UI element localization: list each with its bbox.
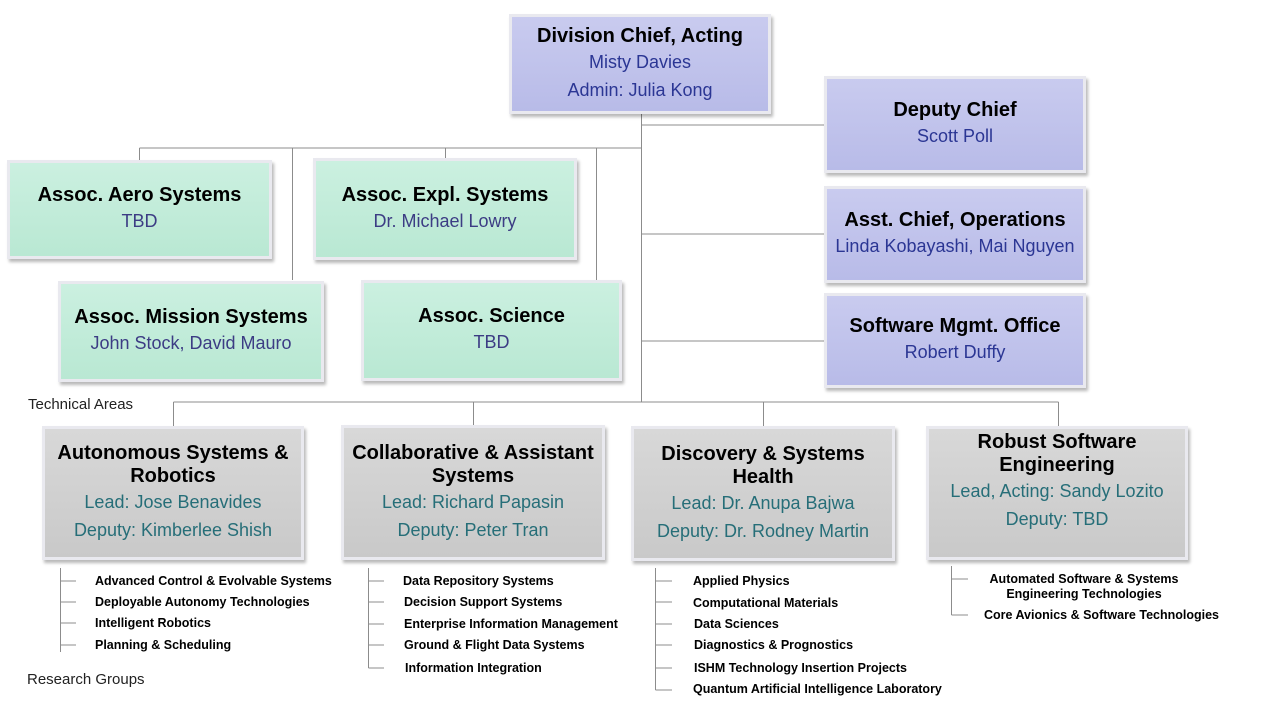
assoc-science-name: TBD xyxy=(473,332,510,352)
assoc-expl-systems-title: Assoc. Expl. Systems xyxy=(341,183,549,206)
research-group-item: Quantum Artificial Intelligence Laborato… xyxy=(693,682,942,696)
research-group-item: Advanced Control & Evolvable Systems xyxy=(95,574,332,588)
assoc-expl-systems-box: Assoc. Expl. Systems Dr. Michael Lowry xyxy=(313,158,577,260)
area-autonomous-systems-deputy: Deputy: Kimberlee Shish xyxy=(73,520,273,540)
area-discovery-systems-health-deputy: Deputy: Dr. Rodney Martin xyxy=(656,520,870,541)
area-autonomous-systems-lead: Lead: Jose Benavides xyxy=(84,492,262,512)
research-group-item: Decision Support Systems xyxy=(404,595,563,609)
research-groups-label: Research Groups xyxy=(27,671,145,688)
research-group-item: Intelligent Robotics xyxy=(95,616,211,630)
research-group-item: Data Sciences xyxy=(694,617,779,631)
area-robust-software-deputy: Deputy: TBD xyxy=(1005,509,1109,529)
research-group-item: Core Avionics & Software Technologies xyxy=(984,608,1219,622)
area-collaborative-assistant-deputy: Deputy: Peter Tran xyxy=(397,519,549,540)
technical-areas-label: Technical Areas xyxy=(28,396,134,413)
area-robust-software-title: Robust Software Engineering xyxy=(977,431,1137,476)
research-group-item: ISHM Technology Insertion Projects xyxy=(694,661,907,675)
asst-chief-operations-title: Asst. Chief, Operations xyxy=(844,209,1066,231)
research-group-item: Information Integration xyxy=(405,661,542,675)
assoc-mission-systems-box: Assoc. Mission Systems John Stock, David… xyxy=(58,281,324,382)
assoc-aero-systems-title: Assoc. Aero Systems xyxy=(37,184,242,206)
research-group-item: Computational Materials xyxy=(693,596,839,610)
area-discovery-systems-health-lead: Lead: Dr. Anupa Bajwa xyxy=(671,492,855,513)
research-group-item: Ground & Flight Data Systems xyxy=(404,638,585,652)
deputy-chief-name: Scott Poll xyxy=(916,126,994,146)
division-chief-name: Misty Davies xyxy=(588,51,691,72)
software-mgmt-office-box: Software Mgmt. Office Robert Duffy xyxy=(824,293,1086,388)
asst-chief-operations-box: Asst. Chief, Operations Linda Kobayashi,… xyxy=(824,186,1086,283)
assoc-aero-systems-name: TBD xyxy=(121,211,158,231)
division-chief-admin: Admin: Julia Kong xyxy=(567,79,713,100)
area-collaborative-assistant-lead: Lead: Richard Papasin xyxy=(381,491,565,512)
assoc-science-title: Assoc. Science xyxy=(418,305,565,327)
research-group-item: Deployable Autonomy Technologies xyxy=(95,595,310,609)
research-group-item: Automated Software & Systems Engineering… xyxy=(989,572,1179,601)
software-mgmt-office-name: Robert Duffy xyxy=(904,342,1006,362)
assoc-mission-systems-names: John Stock, David Mauro xyxy=(90,333,292,353)
area-collaborative-assistant-title: Collaborative & Assistant Systems xyxy=(352,441,594,487)
software-mgmt-office-title: Software Mgmt. Office xyxy=(849,315,1061,337)
area-autonomous-systems-box: Autonomous Systems & Robotics Lead: Jose… xyxy=(42,426,304,560)
assoc-aero-systems-box: Assoc. Aero Systems TBD xyxy=(7,160,272,259)
research-group-item: Applied Physics xyxy=(693,574,790,588)
research-group-item: Diagnostics & Prognostics xyxy=(694,638,854,652)
division-chief-box: Division Chief, Acting Misty Davies Admi… xyxy=(509,14,771,114)
area-autonomous-systems-title: Autonomous Systems & Robotics xyxy=(57,442,289,487)
research-group-item: Planning & Scheduling xyxy=(95,638,232,652)
assoc-science-box: Assoc. Science TBD xyxy=(361,280,622,381)
area-discovery-systems-health-box: Discovery & Systems Health Lead: Dr. Anu… xyxy=(631,426,895,561)
research-group-item: Data Repository Systems xyxy=(403,574,554,588)
assoc-mission-systems-title: Assoc. Mission Systems xyxy=(74,306,308,328)
area-discovery-systems-health-title: Discovery & Systems Health xyxy=(661,442,865,488)
deputy-chief-box: Deputy Chief Scott Poll xyxy=(824,76,1086,173)
area-robust-software-lead: Lead, Acting: Sandy Lozito xyxy=(950,481,1164,501)
assoc-expl-systems-name: Dr. Michael Lowry xyxy=(373,210,517,231)
area-collaborative-assistant-box: Collaborative & Assistant Systems Lead: … xyxy=(341,425,605,560)
asst-chief-operations-names: Linda Kobayashi, Mai Nguyen xyxy=(835,236,1075,256)
deputy-chief-title: Deputy Chief xyxy=(893,99,1017,121)
division-chief-title: Division Chief, Acting xyxy=(537,24,743,47)
area-robust-software-box: Robust Software Engineering Lead, Acting… xyxy=(926,426,1188,560)
research-group-item: Enterprise Information Management xyxy=(404,617,618,631)
